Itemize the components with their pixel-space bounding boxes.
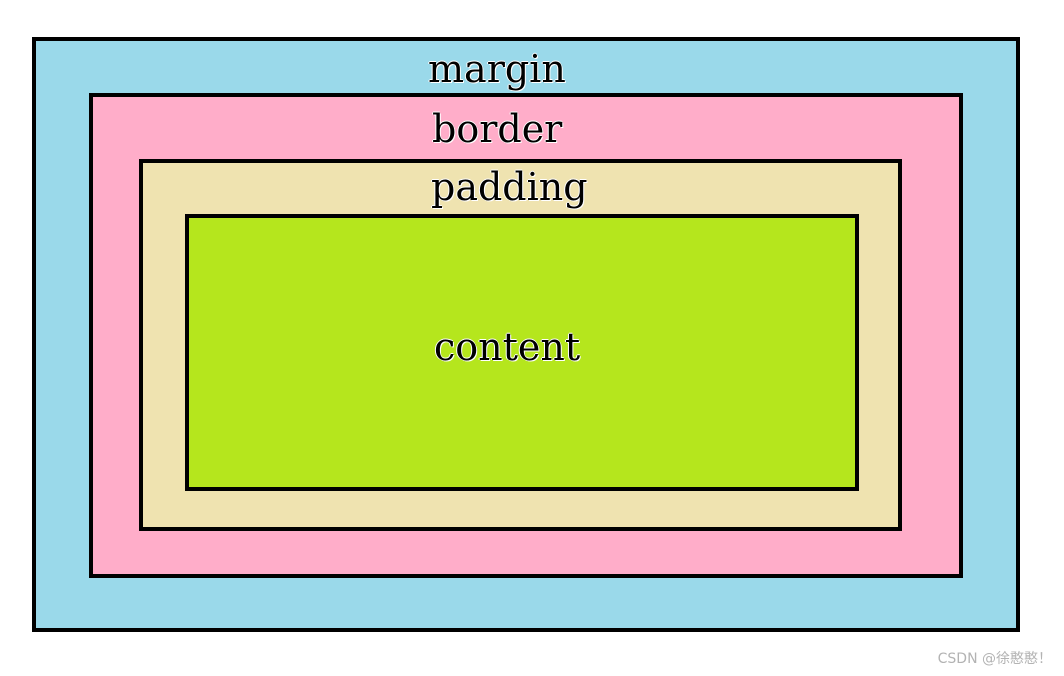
padding-label: padding — [431, 165, 588, 209]
content-label: content — [434, 325, 581, 369]
watermark: CSDN @徐憨憨！ — [937, 651, 1052, 667]
margin-label: margin — [428, 47, 566, 91]
content-box — [185, 214, 859, 491]
border-label: border — [432, 107, 563, 151]
